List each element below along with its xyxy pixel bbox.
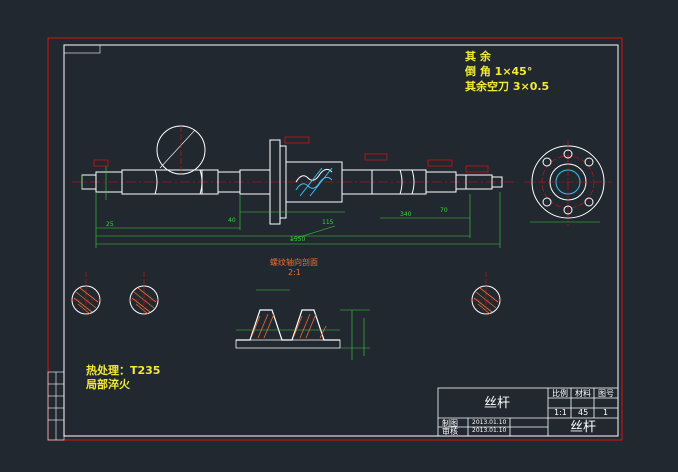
title-row2-date: 2013.01.10: [472, 427, 507, 434]
dim-middle-seg: 40: [228, 217, 236, 224]
flange-end-view: [524, 140, 612, 226]
cross-section-left: [70, 272, 102, 316]
note-undercut: 其余空刀 3×0.5: [465, 80, 550, 93]
title-header-scale: 比例: [552, 389, 568, 398]
dim-left-seg: 25: [106, 221, 114, 228]
inner-frame: [63, 44, 619, 437]
title-row2-role: 审核: [442, 427, 458, 436]
title-header-drawing-no: 图号: [598, 389, 614, 398]
left-strip: [47, 371, 65, 441]
dim-right-end: 70: [440, 207, 448, 214]
corner-box: [63, 44, 101, 54]
title-value-drawing-no: 1: [603, 408, 609, 417]
title-row1-date: 2013.01.10: [472, 419, 507, 426]
dimension-lines: [81, 166, 600, 248]
annotation-marks: [93, 136, 489, 173]
cross-section-mid: [128, 272, 160, 316]
heat-treatment-line1: 热处理：T235: [86, 364, 161, 377]
thread-profile: [235, 289, 370, 360]
dim-shaft-len: 115: [322, 219, 334, 226]
heat-treatment-line2: 局部淬火: [86, 378, 130, 391]
note-remaining: 其 余: [465, 50, 491, 63]
title-value-scale: 1:1: [554, 408, 567, 417]
cross-section-right: [470, 272, 502, 316]
shaft: [72, 139, 518, 225]
title-value-material: 45: [578, 408, 589, 417]
title-header-material: 材料: [575, 389, 591, 398]
section-title: 螺纹轴向剖面: [270, 258, 318, 267]
title-block-lines: [437, 387, 619, 437]
title-drawing-name: 丝杆: [570, 420, 597, 435]
outer-frame: [47, 37, 623, 441]
dim-right-seg: 340: [400, 211, 412, 218]
section-scale: 2:1: [288, 268, 301, 277]
dim-overall: 1550: [290, 236, 306, 243]
note-chamfer: 倒 角 1×45°: [465, 65, 533, 78]
title-part-name: 丝杆: [484, 396, 511, 411]
title-row1-role: 制图: [442, 419, 458, 428]
left-circle-detail: [156, 125, 206, 175]
